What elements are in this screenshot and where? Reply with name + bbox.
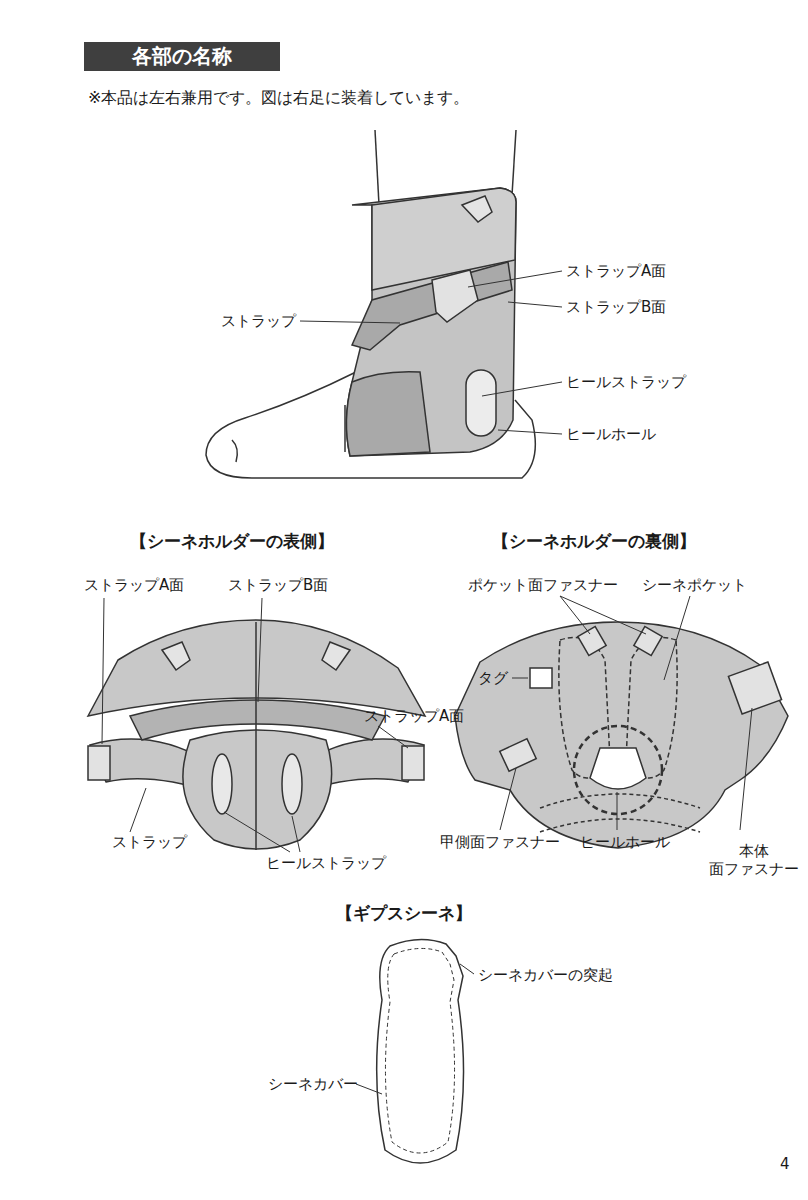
part-name: ストラップB面: [566, 298, 666, 316]
section-heading: 【シーネホルダーの表側】: [130, 531, 334, 551]
note-text: ※本品は左右兼用です。図は右足に装着しています。: [88, 88, 469, 107]
part-name: ヒールホール: [580, 833, 670, 851]
splint-figure: [377, 939, 464, 1163]
part-name: ヒールストラップ: [566, 373, 686, 391]
part-name: 甲側面ファスナー: [440, 833, 560, 851]
holder-back-figure: [455, 622, 788, 848]
part-name: ヒールストラップ: [266, 854, 386, 872]
part-name: ストラップA面: [364, 707, 464, 725]
part-name: ストラップA面: [566, 262, 666, 280]
header-band: [84, 42, 280, 71]
part-name: ストラップ: [112, 833, 187, 851]
part-name: シーネカバーの突起: [478, 966, 613, 984]
part-name: ストラップA面: [84, 576, 184, 594]
section-heading: 【ギプスシーネ】: [336, 903, 472, 923]
part-name: タグ: [478, 669, 508, 687]
ankle-brace-figure: [206, 130, 535, 478]
part-name: ヒールホール: [566, 425, 656, 443]
holder-front-figure: [88, 620, 425, 850]
section-heading: 【シーネホルダーの裏側】: [492, 531, 696, 551]
part-name: ポケット面ファスナー: [468, 576, 618, 594]
page-number: 4: [780, 1155, 790, 1173]
part-name: シーネカバー: [268, 1075, 358, 1093]
part-name: 本体 面ファスナー: [706, 842, 802, 878]
part-name: ストラップB面: [228, 576, 328, 594]
section-title: 各部の名称: [132, 43, 232, 70]
part-name: シーネポケット: [642, 576, 747, 594]
part-name: ストラップ: [221, 312, 296, 330]
leader-lines: [102, 271, 752, 1094]
